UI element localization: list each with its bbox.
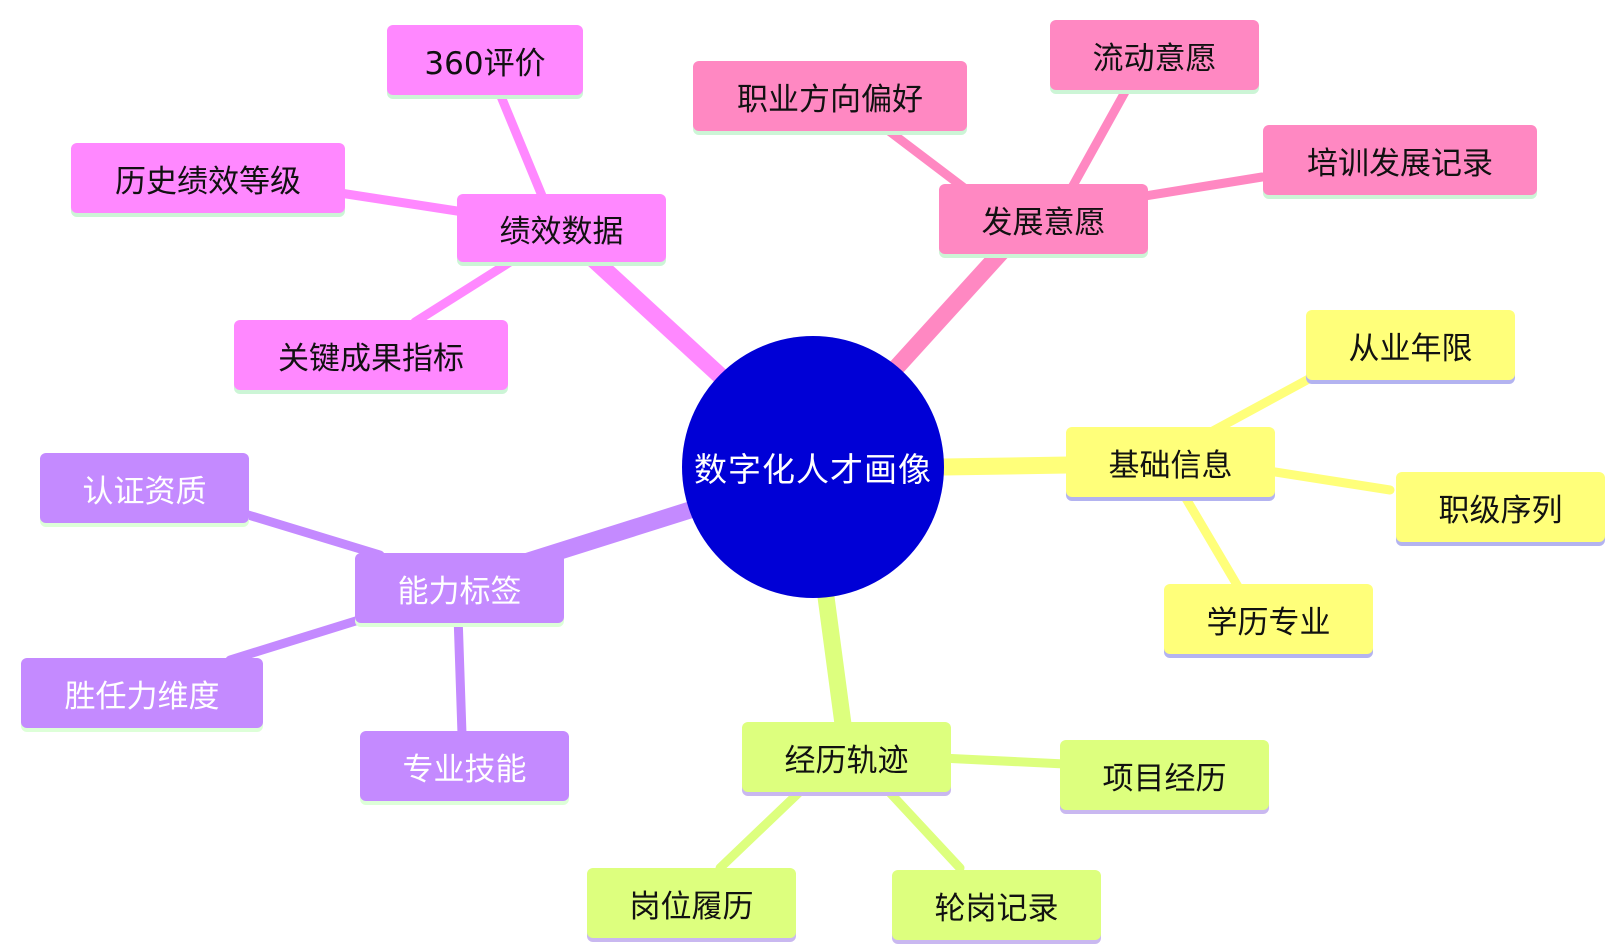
- leaf-node-dev-training[interactable]: 培训发展记录: [1263, 125, 1537, 195]
- center-node[interactable]: 数字化人才画像: [682, 336, 944, 598]
- edge-perf-history: [335, 188, 475, 218]
- branch-label-dev: 发展意愿: [981, 204, 1106, 241]
- leaf-label: 历史绩效等级: [115, 163, 301, 200]
- leaf-node-ability-competency[interactable]: 胜任力维度: [21, 658, 263, 728]
- center-label: 数字化人才画像: [694, 450, 932, 489]
- leaf-label: 从业年限: [1348, 330, 1473, 367]
- branch-node-dev[interactable]: 发展意愿: [939, 184, 1148, 254]
- leaf-node-ability-skill[interactable]: 专业技能: [360, 731, 569, 801]
- leaf-label: 轮岗记录: [934, 890, 1059, 927]
- leaf-label: 培训发展记录: [1307, 145, 1493, 182]
- leaf-node-ability-cert[interactable]: 认证资质: [40, 453, 249, 523]
- branch-node-exp[interactable]: 经历轨迹: [742, 722, 951, 792]
- edge-ability-skill: [453, 610, 467, 739]
- leaf-label: 岗位履历: [629, 888, 754, 925]
- leaf-node-exp-rotation[interactable]: 轮岗记录: [892, 870, 1101, 940]
- leaf-label: 360评价: [424, 45, 546, 82]
- branch-label-perf: 绩效数据: [499, 213, 624, 250]
- edge-center-perf: [571, 238, 737, 392]
- leaf-label: 学历专业: [1206, 604, 1331, 641]
- edge-basic-education: [1173, 480, 1245, 595]
- leaf-label: 项目经历: [1102, 760, 1227, 797]
- edge-center-basic: [935, 456, 1077, 476]
- leaf-node-basic-education[interactable]: 学历专业: [1164, 584, 1373, 654]
- leaf-node-perf-kpi[interactable]: 关键成果指标: [234, 320, 508, 390]
- leaf-node-perf-history[interactable]: 历史绩效等级: [71, 143, 345, 213]
- leaf-label: 职业方向偏好: [737, 81, 923, 118]
- leaf-label: 流动意愿: [1092, 40, 1217, 77]
- branch-label-ability: 能力标签: [397, 573, 522, 610]
- leaf-label: 关键成果指标: [278, 340, 464, 377]
- edge-center-exp: [817, 588, 852, 733]
- edge-exp-rotation: [875, 777, 965, 873]
- branch-label-exp: 经历轨迹: [784, 742, 909, 779]
- edge-ability-competency: [225, 610, 380, 665]
- edge-dev-mobility: [1060, 87, 1130, 205]
- edge-exp-position: [715, 777, 815, 873]
- branch-node-basic[interactable]: 基础信息: [1066, 427, 1275, 497]
- leaf-label: 专业技能: [402, 751, 527, 788]
- branch-node-perf[interactable]: 绩效数据: [457, 194, 666, 262]
- leaf-node-dev-career[interactable]: 职业方向偏好: [693, 61, 967, 131]
- leaf-node-perf-360[interactable]: 360评价: [387, 25, 583, 95]
- leaf-node-basic-level[interactable]: 职级序列: [1396, 472, 1605, 542]
- leaf-node-exp-project[interactable]: 项目经历: [1060, 740, 1269, 810]
- leaf-label: 认证资质: [82, 473, 207, 510]
- branch-node-ability[interactable]: 能力标签: [355, 553, 564, 623]
- leaf-node-dev-mobility[interactable]: 流动意愿: [1050, 20, 1259, 90]
- leaf-label: 胜任力维度: [64, 678, 220, 715]
- branch-label-basic: 基础信息: [1108, 447, 1233, 484]
- leaf-node-exp-position[interactable]: 岗位履历: [587, 868, 796, 938]
- edge-center-dev: [876, 239, 1014, 389]
- edge-perf-kpi: [410, 257, 515, 327]
- leaf-node-basic-years[interactable]: 从业年限: [1306, 310, 1515, 380]
- edge-ability-cert: [240, 509, 385, 560]
- leaf-label: 职级序列: [1438, 492, 1563, 529]
